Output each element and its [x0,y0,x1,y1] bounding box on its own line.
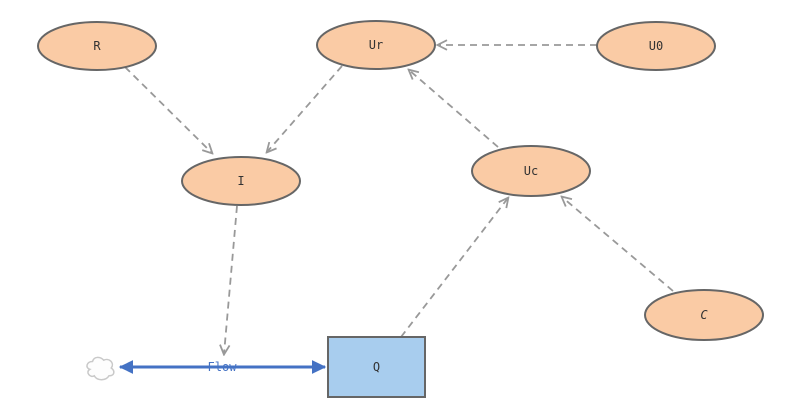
node-ur[interactable]: Ur [316,20,436,70]
nodes-layer: R Ur U0I UcC Q [37,20,764,398]
edge-q-to-uc[interactable] [400,198,508,338]
edges-layer [124,45,674,354]
node-uc[interactable]: Uc [471,145,591,197]
node-i[interactable]: I [181,156,301,206]
node-label-u0: U0 [649,39,663,53]
rect-shape [327,336,426,398]
node-label-uc: Uc [524,164,538,178]
ellipse-shape [181,156,301,206]
node-u0[interactable]: U0 [596,21,716,71]
node-label-i: I [237,174,244,188]
ellipse-shape [644,289,764,341]
node-label-c: C [700,308,708,322]
cloud-icon [86,356,115,381]
node-label-q: Q [373,360,380,374]
flow-connector-label: Flow [208,360,238,374]
edge-c-to-uc[interactable] [562,197,674,292]
edge-ur-to-i[interactable] [267,65,343,152]
node-q[interactable]: Q [327,336,426,398]
ellipse-shape [37,21,157,71]
node-label-r: R [93,39,101,53]
node-r[interactable]: R [37,21,157,71]
flow-layer: Flow [118,360,327,374]
edge-r-to-i[interactable] [124,66,212,153]
edge-i-to-flow[interactable] [224,205,238,354]
node-c[interactable]: C [644,289,764,341]
cloud-node[interactable] [86,356,115,381]
ellipse-shape [471,145,591,197]
node-label-ur: Ur [369,38,383,52]
edge-uc-to-ur[interactable] [409,70,499,148]
ellipse-shape [316,20,436,70]
ellipse-shape [596,21,716,71]
